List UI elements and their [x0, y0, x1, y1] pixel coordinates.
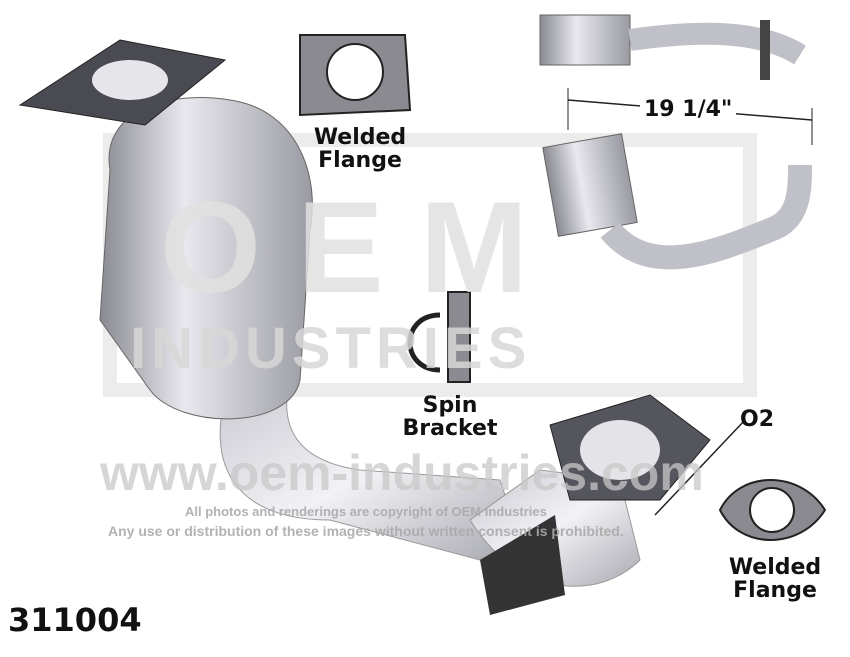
welded-flange-top-label: Welded Flange	[290, 126, 430, 172]
part-number: 311004	[8, 601, 142, 639]
watermark-url: www.oem-industries.com	[100, 445, 704, 501]
spin-bracket-label: Spin Bracket	[390, 394, 510, 440]
label-line: Bracket	[402, 416, 498, 442]
dimension-label: 19 1/4"	[640, 98, 737, 121]
welded-flange-top-drawing	[299, 34, 412, 117]
label-line: Flange	[733, 578, 817, 604]
catalytic-converter	[18, 39, 711, 615]
label-line: Welded	[313, 125, 407, 150]
watermark-logo-bottom: INDUSTRIES	[130, 316, 532, 381]
label-line: Spin	[422, 393, 478, 418]
welded-flange-bottom-drawing	[718, 479, 827, 541]
watermark-copyright-1: All photos and renderings are copyright …	[185, 504, 547, 519]
o2-label: O2	[740, 407, 775, 432]
top-view-drawing	[539, 14, 806, 80]
welded-flange-bottom-label: Welded Flange	[715, 556, 835, 602]
o2-leader-line	[654, 419, 746, 516]
watermark-copyright-2: Any use or distribution of these images …	[108, 523, 624, 539]
spin-bracket-drawing	[407, 291, 471, 383]
label-line: Welded	[728, 555, 822, 580]
watermark-logo-top: OEM	[160, 174, 565, 320]
label-line: Flange	[318, 148, 402, 174]
side-view-drawing	[542, 133, 812, 270]
